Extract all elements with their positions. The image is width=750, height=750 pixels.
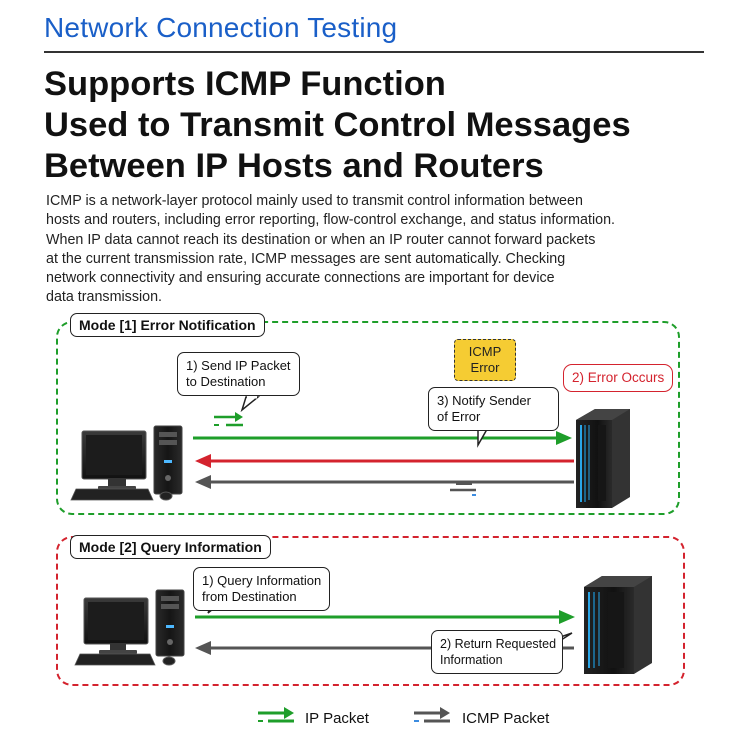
pc-icon [70,425,183,501]
mode-2-panel [56,536,685,686]
legend-ip-packet-icon [258,707,294,723]
return-information-bubble: 2) Return Requested Information [431,630,563,674]
intro-line: data transmission. [46,289,163,306]
bubble-line: 2) Return Requested [440,637,557,651]
bubble-line: 1) Query Information [202,573,322,588]
pc-icon [74,589,185,666]
mode-1-panel [56,321,680,515]
server-icon [584,576,652,674]
legend-icmp-packet-label: ICMP Packet [462,710,550,727]
icmp-error-box: ICMP Error [454,339,516,381]
query-information-bubble: 1) Query Information from Destination [193,567,330,611]
query-ip-arrow [195,610,575,624]
intro-line: When IP data cannot reach its destinatio… [46,231,596,248]
notify-sender-bubble: 3) Notify Sender of Error [428,387,559,431]
bubble-line: of Error [437,409,481,424]
ip-packet-arrow [193,431,572,445]
intro-line: at the current transmission rate, ICMP m… [46,250,566,267]
legend-ip-packet-label: IP Packet [305,710,369,727]
intro-line: network connectivity and ensuring accura… [46,270,555,287]
intro-line: ICMP is a network-layer protocol mainly … [46,193,583,209]
error-return-arrow [195,454,574,468]
ip-packet-glyph-icon [214,412,243,427]
bubble-line: Information [440,653,503,667]
header-divider [44,51,704,53]
page-title: Network Connection Testing [44,12,398,43]
bubble-line: 1) Send IP Packet [186,358,291,373]
headline: Supports ICMP Function Used to Transmit … [44,64,724,187]
icmp-packet-glyph-icon [450,483,476,496]
bubble-line: from Destination [202,589,297,604]
bubble-line: to Destination [186,374,266,389]
icmp-box-line: ICMP [468,344,502,359]
error-occurs-tag: 2) Error Occurs [563,364,674,392]
headline-line-1: Supports ICMP Function [44,65,446,103]
legend-icmp-packet-icon [414,707,450,723]
intro-paragraph: ICMP is a network-layer protocol mainly … [46,192,696,308]
mode-1-title: Mode [1] Error Notification [70,313,265,337]
bubble-line: 3) Notify Sender [437,393,531,408]
icmp-box-line: Error [470,360,500,375]
headline-line-2: Used to Transmit Control Messages [44,106,631,144]
headline-line-3: Between IP Hosts and Routers [44,147,544,185]
intro-line: hosts and routers, including error repor… [46,212,615,229]
server-icon [576,409,630,508]
icmp-return-arrow [195,475,574,489]
send-ip-packet-bubble: 1) Send IP Packet to Destination [177,352,300,396]
mode-2-title: Mode [2] Query Information [70,535,271,559]
